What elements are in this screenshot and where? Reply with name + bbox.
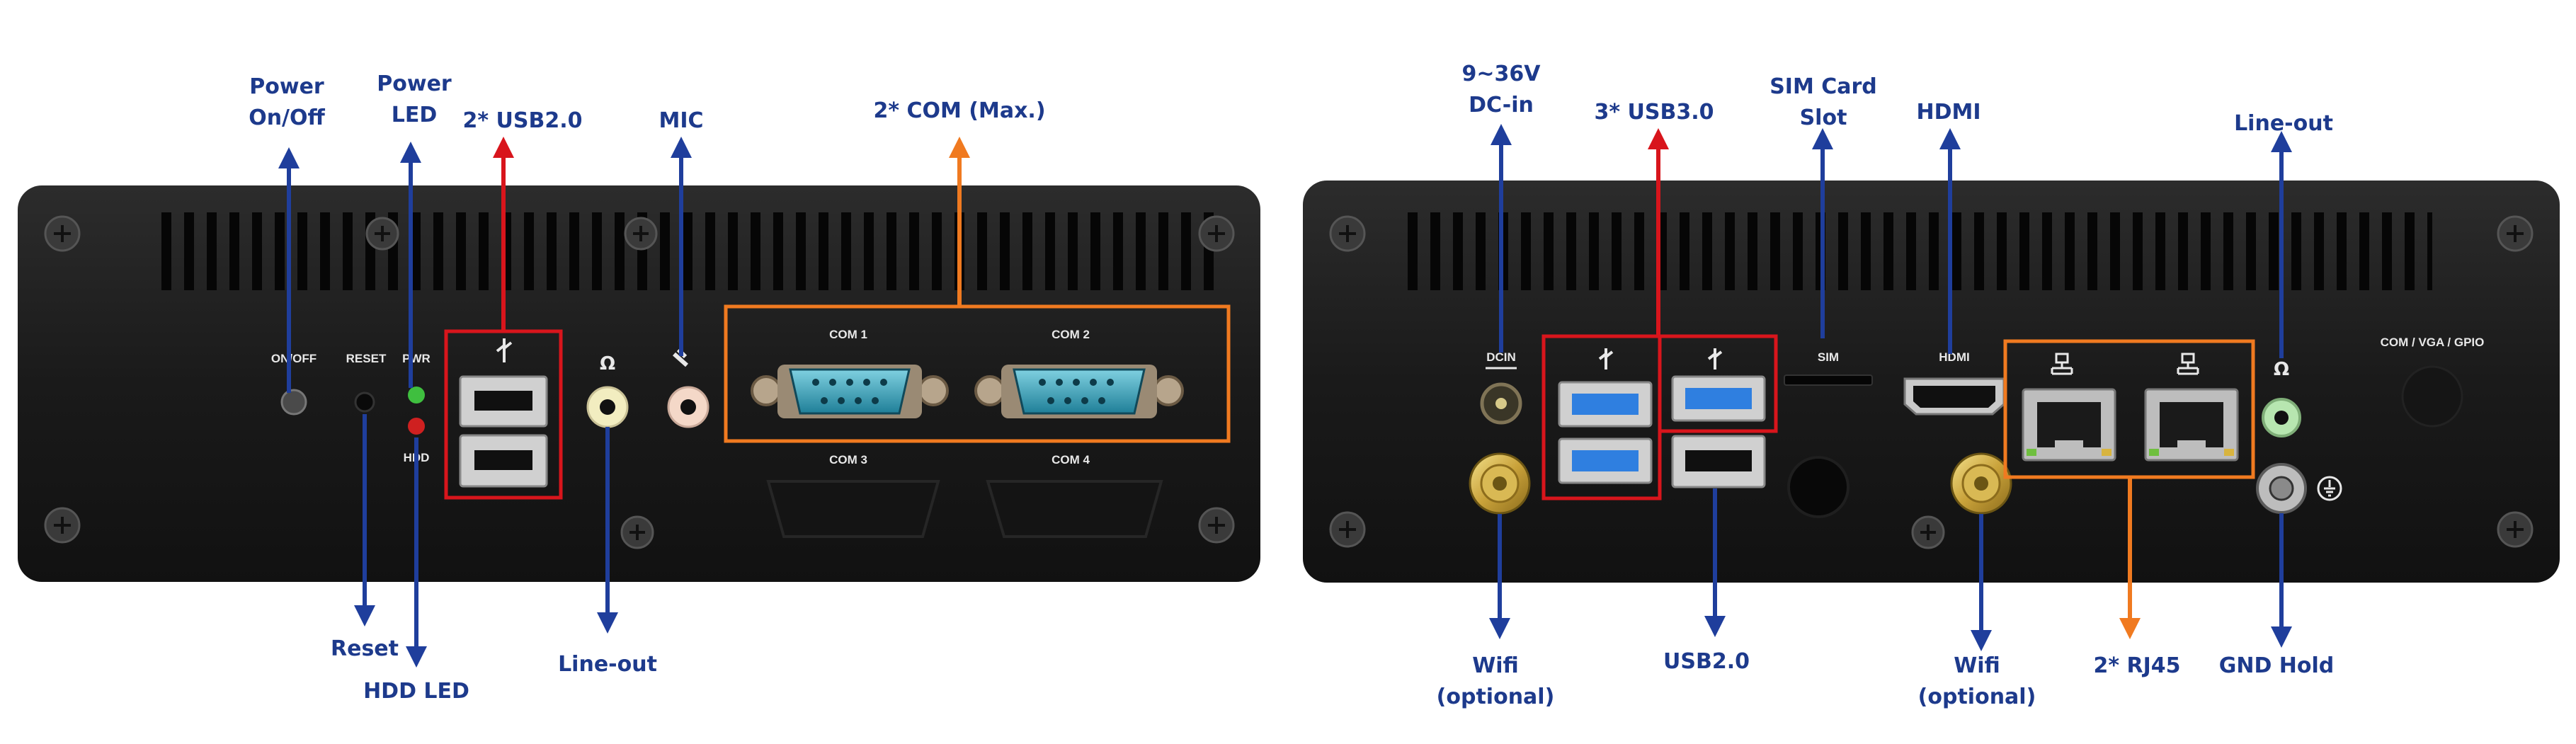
callout-hdd-led: HDD LED: [363, 679, 469, 704]
callout-dc-in-line1: 9~36V: [1462, 62, 1541, 86]
panel-label-com1: COM 1: [829, 328, 867, 341]
screw-icon: [44, 507, 81, 544]
com3-knockout: [766, 480, 940, 538]
screw-icon: [2497, 215, 2534, 252]
screw-icon: [365, 217, 399, 251]
callout-wifi2-line1: Wifi: [1954, 653, 2000, 678]
screw-icon: [1329, 215, 1366, 252]
com-highlight-box: [724, 304, 1231, 443]
ground-screw[interactable]: [2256, 463, 2307, 514]
screw-icon: [620, 515, 654, 549]
callout-usb3: 3* USB3.0: [1595, 100, 1714, 125]
rear-panel: DCIN SIM HDMI: [1303, 181, 2560, 583]
callout-dc-in-line2: DC-in: [1469, 93, 1534, 118]
wifi-antenna-connector[interactable]: [1950, 452, 2012, 515]
callout-rj45: 2* RJ45: [2093, 653, 2180, 678]
screw-icon: [1198, 507, 1235, 544]
usb-symbol-icon: [1598, 348, 1614, 370]
screw-icon: [1198, 215, 1235, 252]
com4-knockout: [986, 480, 1163, 538]
screw-icon: [1329, 511, 1366, 548]
panel-label-hdmi: HDMI: [1939, 350, 1969, 364]
callout-line-out: Line-out: [558, 652, 657, 677]
network-icon: [2177, 353, 2199, 375]
rj45-port[interactable]: [2144, 388, 2239, 462]
panel-label-reset: RESET: [346, 352, 387, 365]
front-panel: ON/OFF RESET PWR HDD Ω COM 1 COM 2: [18, 185, 1260, 582]
panel-label-com3: COM 3: [829, 453, 867, 467]
usb-symbol-icon: [496, 338, 513, 362]
callout-wifi1-line2: (optional): [1437, 685, 1555, 709]
panel-label-sim: SIM: [1818, 350, 1839, 364]
panel-label-dcin: DCIN: [1486, 350, 1516, 364]
callout-reset: Reset: [331, 636, 399, 661]
callout-power-led-line2: LED: [392, 103, 438, 127]
front-callout-arrows: [278, 137, 970, 668]
callout-rear-usb2: USB2.0: [1663, 649, 1750, 674]
callout-power-onoff-line2: On/Off: [249, 105, 325, 130]
screw-icon: [44, 215, 81, 252]
front-callouts: Power On/Off Power LED 2* USB2.0 MIC 2* …: [249, 71, 1045, 704]
screw-icon: [624, 217, 658, 251]
callout-mic: MIC: [659, 108, 703, 133]
wifi-antenna-connector[interactable]: [1469, 452, 1531, 515]
panel-label-com2: COM 2: [1052, 328, 1090, 341]
callout-rear-line-out: Line-out: [2234, 111, 2333, 136]
rear-callout-arrows: [1489, 124, 2292, 651]
com-port-2[interactable]: [974, 365, 1184, 418]
power-led: [408, 387, 425, 404]
panel-label-on-off: ON/OFF: [271, 352, 317, 365]
network-icon: [2051, 353, 2073, 375]
callout-sim-line1: SIM Card: [1769, 74, 1877, 99]
front-vent-slots: [152, 212, 662, 290]
panel-label-pwr: PWR: [402, 352, 431, 365]
callout-power-onoff-line1: Power: [249, 74, 324, 99]
reset-button[interactable]: [354, 391, 375, 413]
panel-label-com-vga-gpio: COM / VGA / GPIO: [2381, 336, 2485, 349]
callout-power-led-line1: Power: [377, 71, 452, 96]
rear-callouts: 9~36V DC-in 3* USB3.0 SIM Card Slot HDMI…: [1437, 62, 2335, 709]
front-vent-slots-far: [828, 212, 1225, 290]
callout-usb2: 2* USB2.0: [463, 108, 583, 133]
headphone-icon: Ω: [600, 353, 615, 374]
rear-knockout-hole: [2401, 365, 2463, 428]
callout-com: 2* COM (Max.): [873, 98, 1045, 123]
hdd-led: [408, 418, 425, 435]
rj45-port[interactable]: [2022, 388, 2116, 462]
sim-card-slot[interactable]: [1784, 374, 1873, 386]
panel-label-com4: COM 4: [1052, 453, 1090, 467]
com-port-1[interactable]: [751, 365, 949, 418]
ground-icon: [2317, 476, 2342, 501]
callout-wifi2-line2: (optional): [1918, 685, 2036, 709]
callout-sim-line2: Slot: [1800, 105, 1847, 130]
callout-hdmi: HDMI: [1916, 100, 1981, 125]
power-button[interactable]: [280, 389, 307, 416]
callout-gnd: GND Hold: [2219, 653, 2335, 678]
usb-symbol-icon: [1707, 348, 1723, 370]
rear-knockout-hole: [1787, 456, 1850, 518]
callout-wifi1-line1: Wifi: [1472, 653, 1519, 678]
screw-icon: [1911, 515, 1945, 549]
headphone-icon: Ω: [2274, 359, 2289, 380]
screw-icon: [2497, 511, 2534, 548]
